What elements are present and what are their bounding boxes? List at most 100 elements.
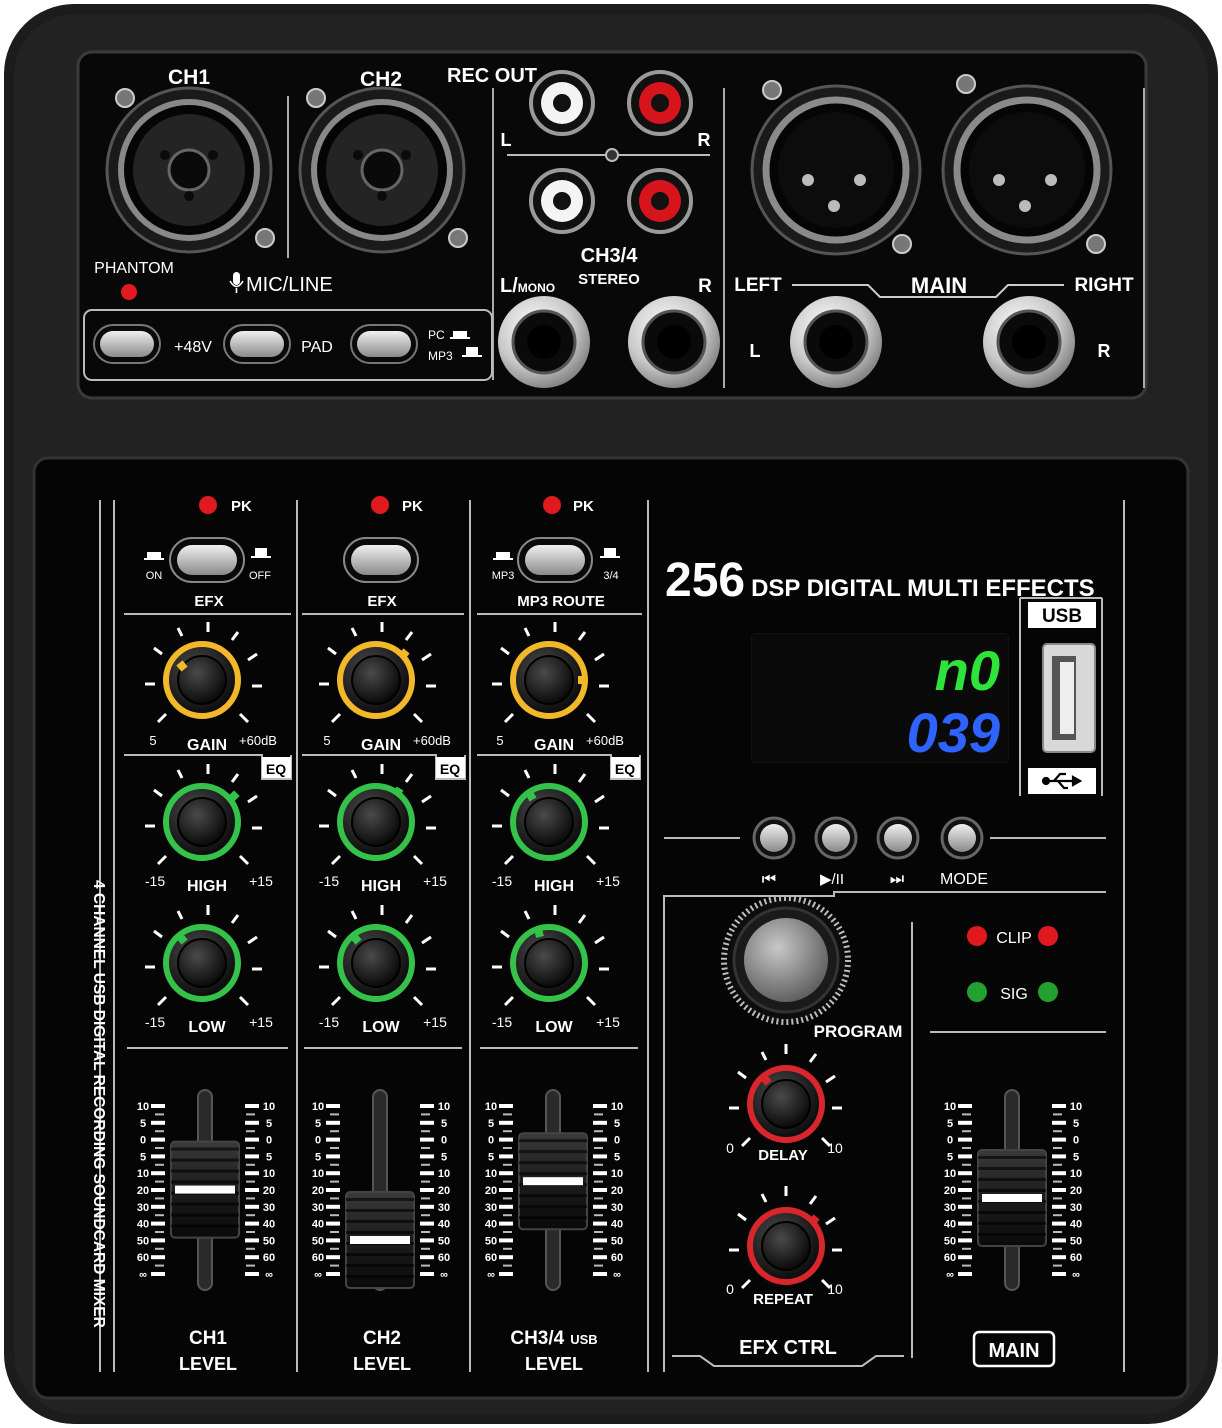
fader-minor-tick — [503, 1163, 512, 1166]
main-jack-r[interactable] — [983, 296, 1075, 388]
fader-scale-tick — [245, 1154, 259, 1159]
phantom-48v-switch[interactable] — [93, 324, 161, 364]
switch-on-icon — [144, 552, 164, 560]
fader-scale-label: 0 — [140, 1135, 146, 1147]
fader-scale-label: 40 — [1070, 1219, 1082, 1231]
fader-scale-label: 5 — [947, 1118, 953, 1130]
fader-cap[interactable] — [170, 1140, 240, 1239]
delay-min-label: 0 — [726, 1140, 734, 1156]
ch34-jack-r[interactable] — [628, 296, 720, 388]
program-label: PROGRAM — [814, 1022, 903, 1041]
fader-minor-tick — [962, 1231, 971, 1233]
repeat-knob[interactable] — [747, 1207, 825, 1285]
low-eq-knob[interactable] — [510, 924, 588, 1002]
high-eq-knob[interactable] — [163, 783, 241, 861]
fader-scale-label: 10 — [1070, 1168, 1082, 1180]
fader-scale-label: 10 — [1070, 1101, 1082, 1113]
efx-switch[interactable] — [343, 537, 419, 583]
pad-switch[interactable] — [223, 324, 291, 364]
fader-cap[interactable] — [977, 1149, 1047, 1247]
fader-cap[interactable] — [345, 1191, 415, 1289]
program-encoder[interactable] — [721, 895, 851, 1025]
fader-scale-tick — [958, 1238, 972, 1243]
fader-minor-tick — [246, 1247, 255, 1250]
pc-mp3-switch[interactable] — [350, 324, 418, 364]
fader-minor-tick — [1053, 1231, 1062, 1233]
fader-scale-tick — [326, 1221, 340, 1226]
low-eq-knob[interactable] — [163, 924, 241, 1002]
fader-scale-label: 50 — [137, 1235, 149, 1247]
ch1-combo-jack[interactable] — [105, 86, 275, 254]
delay-knob[interactable] — [747, 1065, 825, 1143]
gain-knob[interactable] — [510, 641, 588, 719]
play-pause-button[interactable] — [814, 816, 858, 860]
fader-cap[interactable] — [518, 1132, 588, 1231]
next-button[interactable] — [876, 816, 920, 860]
fader-scale-tick — [1052, 1272, 1066, 1276]
fader-minor-tick — [246, 1147, 255, 1149]
fader-scale-label: ∞ — [314, 1269, 322, 1281]
fader-scale-label: 10 — [263, 1101, 275, 1113]
ch34-jack-l[interactable] — [498, 296, 590, 388]
efx-switch[interactable] — [169, 537, 245, 583]
fader-scale-label: 0 — [1073, 1135, 1079, 1147]
fader-scale-tick — [1052, 1154, 1066, 1159]
fader-scale-label: 5 — [441, 1118, 447, 1130]
fader-scale-tick — [151, 1238, 165, 1243]
high-eq-knob[interactable] — [337, 783, 415, 861]
mp3-route-switch[interactable] — [517, 537, 593, 583]
fader-scale-label: 30 — [137, 1202, 149, 1214]
fader-minor-tick — [1053, 1113, 1062, 1116]
lcd-line-2: 039 — [907, 701, 1000, 764]
main-xlr-left[interactable] — [750, 80, 922, 256]
ch2-combo-jack[interactable] — [298, 86, 468, 254]
fader-scale-tick — [958, 1221, 972, 1226]
fader-scale-label: 10 — [944, 1168, 956, 1180]
ch34-rca-l[interactable] — [529, 168, 595, 234]
usb-port[interactable] — [1042, 643, 1096, 753]
fader-scale-tick — [420, 1221, 434, 1226]
fader-scale-label: 20 — [263, 1185, 275, 1197]
fader-scale-label: 40 — [611, 1219, 623, 1231]
mode-button[interactable] — [940, 816, 984, 860]
fader-scale-tick — [420, 1255, 434, 1260]
prev-button[interactable] — [752, 816, 796, 860]
rec-out-rca-r[interactable] — [627, 70, 693, 136]
fader-scale-label: 40 — [137, 1219, 149, 1231]
fader-minor-tick — [330, 1264, 339, 1267]
fader-minor-tick — [330, 1113, 339, 1116]
gain-knob[interactable] — [143, 621, 262, 740]
fader-scale-label: 10 — [611, 1101, 623, 1113]
gain-label: GAIN — [534, 737, 574, 754]
ch34-rca-r[interactable] — [627, 168, 693, 234]
phantom-48v-label: +48V — [174, 339, 212, 356]
level-label: LEVEL — [179, 1354, 237, 1374]
eq-tag: EQ — [440, 761, 460, 777]
fader-scale-tick — [499, 1204, 513, 1209]
fader-scale-tick — [151, 1188, 165, 1192]
fader-scale-label: 5 — [140, 1151, 146, 1163]
main-jack-l[interactable] — [790, 296, 882, 388]
usb-suffix-label: USB — [570, 1332, 597, 1347]
fader-scale-label: 5 — [266, 1151, 272, 1163]
fader-scale-tick — [326, 1272, 340, 1276]
channel-strip-ch34: PK MP3 3/4 MP3 ROUTE 5 GAIN +60dB EQ — [477, 496, 642, 1374]
low-eq-knob[interactable] — [337, 924, 415, 1002]
fader-scale-label: 30 — [485, 1202, 497, 1214]
fader-scale-label: 40 — [485, 1219, 497, 1231]
channel-strips — [99, 500, 1125, 1372]
gain-knob[interactable] — [337, 641, 415, 719]
fader-scale-tick — [958, 1137, 972, 1142]
fader-minor-tick — [594, 1197, 603, 1200]
fader-scale-tick — [326, 1171, 340, 1176]
main-xlr-right[interactable] — [941, 74, 1113, 256]
high-eq-knob[interactable] — [510, 783, 588, 861]
fader-scale-label: 40 — [312, 1219, 324, 1231]
fader-minor-tick — [330, 1197, 339, 1200]
rec-out-rca-l[interactable] — [529, 70, 595, 136]
